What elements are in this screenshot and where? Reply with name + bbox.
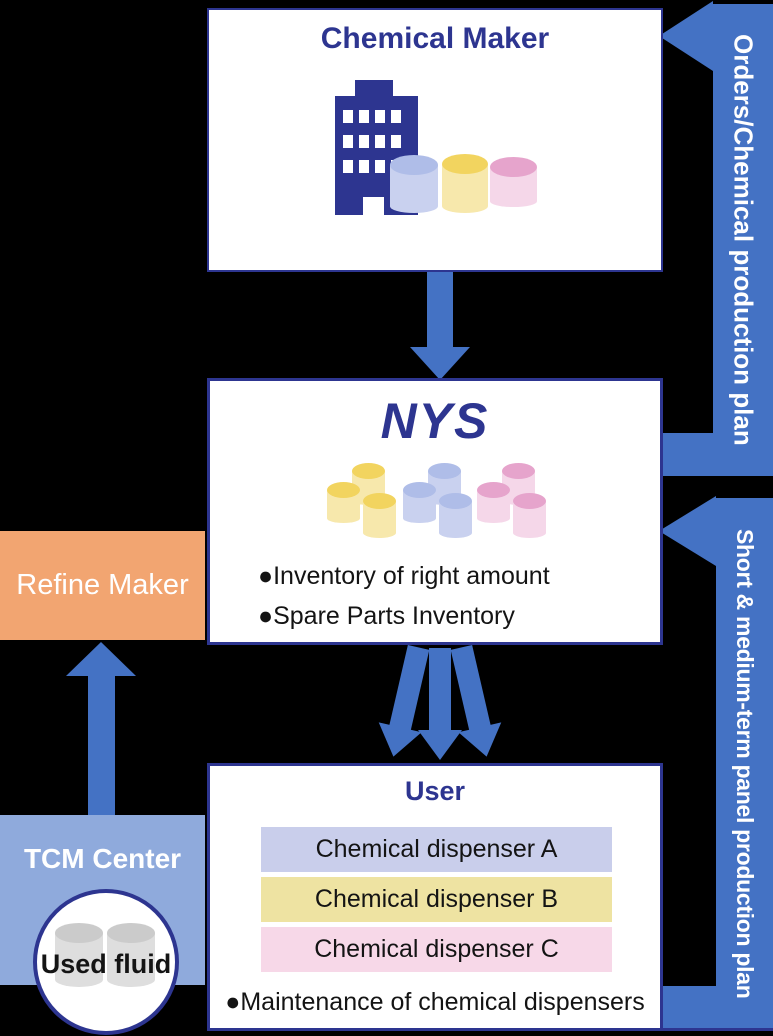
used-fluid-drum-icon: [55, 923, 103, 987]
user-bullet-maintenance: ●Maintenance of chemical dispensers: [225, 988, 645, 1016]
production-plan-arrow-label: Short & medium-term panel production pla…: [732, 529, 758, 999]
dispenser-row-c: Chemical dispenser C: [261, 927, 612, 972]
refine-maker-label: Refine Maker: [16, 569, 189, 601]
production-plan-arrow-label-wrap: Short & medium-term panel production pla…: [716, 498, 773, 1030]
chemical-maker-box: [207, 8, 663, 272]
tcm-center-label: TCM Center: [23, 843, 182, 874]
orders-arrow-label-wrap: Orders/Chemical production plan: [713, 4, 773, 476]
yellow-chemical-drum-icon: [442, 154, 488, 213]
used-fluid-label: Used fluid: [40, 949, 172, 979]
production-plan-arrow-bar: [716, 498, 773, 1030]
used-fluid-drum-icon: [107, 923, 155, 987]
orders-arrow-stub: [661, 433, 715, 476]
orders-arrowhead-icon: [659, 1, 713, 71]
nys-logo: NYS: [380, 393, 490, 449]
orders-arrow-bar: [713, 4, 773, 476]
used-fluid-circle: Used fluid: [33, 889, 179, 1035]
bottom-border-line: [207, 1028, 773, 1031]
maker-to-nys-arrow-shaft: [427, 270, 453, 348]
refine-maker-box: Refine Maker: [0, 531, 205, 640]
nys-bullet-inventory: ●Inventory of right amount: [258, 562, 550, 590]
nys-bullet-list: ●Inventory of right amount ●Spare Parts …: [258, 556, 550, 636]
yellow-drum-cluster-icon: [327, 463, 399, 539]
production-plan-arrow-stub: [661, 986, 718, 1029]
tcm-to-refine-arrowhead-icon: [66, 642, 136, 676]
production-plan-arrowhead-icon: [659, 496, 716, 566]
pink-chemical-drum-icon: [490, 157, 537, 207]
dispenser-row-b: Chemical dispenser B: [261, 877, 612, 922]
orders-arrow-label: Orders/Chemical production plan: [728, 34, 759, 446]
blue-drum-cluster-icon: [403, 463, 475, 539]
nys-bullet-spare-parts: ●Spare Parts Inventory: [258, 602, 515, 630]
tcm-to-refine-arrow-shaft: [88, 675, 115, 818]
nys-to-user-arrow-middle: [418, 648, 462, 760]
blue-chemical-drum-icon: [390, 155, 438, 213]
dispenser-row-a: Chemical dispenser A: [261, 827, 612, 872]
user-title: User: [404, 776, 466, 806]
maker-to-nys-arrowhead-icon: [410, 347, 470, 380]
chemical-maker-title: Chemical Maker: [320, 22, 550, 55]
pink-drum-cluster-icon: [477, 463, 549, 539]
